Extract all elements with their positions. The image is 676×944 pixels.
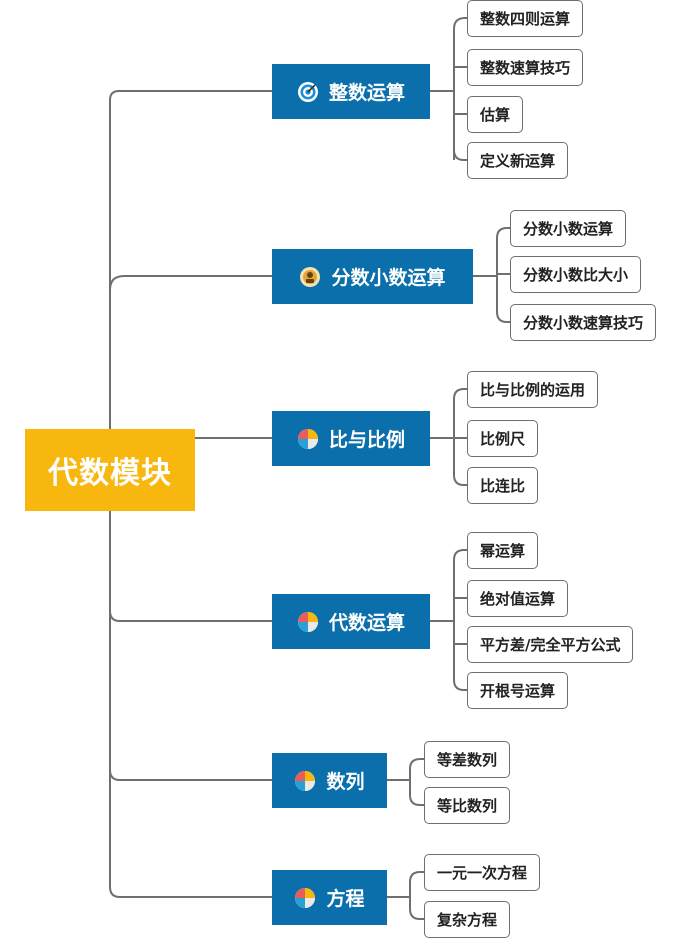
pie-chart-icon (295, 887, 316, 908)
leaf-node[interactable]: 估算 (467, 96, 524, 133)
leaf-node[interactable]: 分数小数比大小 (510, 256, 642, 293)
category-algebra-ops[interactable]: 代数运算 (272, 594, 430, 649)
leaf-node[interactable]: 复杂方程 (424, 901, 511, 938)
leaf-label: 平方差/完全平方公式 (480, 636, 621, 654)
target-icon (297, 81, 318, 102)
leaf-label: 复杂方程 (437, 911, 498, 929)
leaf-label: 分数小数比大小 (523, 266, 629, 284)
category-label: 比与比例 (328, 429, 405, 451)
leaf-node[interactable]: 分数小数运算 (510, 210, 627, 247)
leaf-label: 分数小数速算技巧 (523, 314, 644, 332)
category-fraction-decimal-ops[interactable]: 分数小数运算 (272, 249, 473, 304)
leaf-node[interactable]: 等差数列 (424, 741, 511, 778)
category-ratio-proportion[interactable]: 比与比例 (272, 411, 430, 466)
pie-chart-icon (297, 611, 318, 632)
leaf-label: 等比数列 (437, 797, 498, 815)
leaf-label: 比例尺 (480, 430, 526, 448)
category-equations[interactable]: 方程 (272, 870, 387, 925)
leaf-node[interactable]: 开根号运算 (467, 672, 569, 709)
leaf-node[interactable]: 整数速算技巧 (467, 49, 584, 86)
root-node[interactable]: 代数模块 (25, 429, 195, 511)
category-label: 代数运算 (328, 612, 405, 634)
leaf-label: 一元一次方程 (437, 864, 528, 882)
category-label: 整数运算 (328, 82, 405, 104)
leaf-node[interactable]: 定义新运算 (467, 142, 569, 179)
leaf-node[interactable]: 整数四则运算 (467, 0, 584, 37)
leaf-node[interactable]: 平方差/完全平方公式 (467, 626, 634, 663)
category-label: 方程 (326, 888, 365, 910)
badge-icon (300, 266, 321, 287)
leaf-label: 估算 (480, 106, 511, 124)
category-sequences[interactable]: 数列 (272, 753, 387, 808)
leaf-label: 比连比 (480, 477, 526, 495)
leaf-node[interactable]: 比例尺 (467, 420, 539, 457)
leaf-node[interactable]: 比连比 (467, 467, 539, 504)
pie-chart-icon (297, 428, 318, 449)
category-label: 分数小数运算 (331, 267, 446, 289)
leaf-label: 比与比例的运用 (480, 381, 586, 399)
leaf-node[interactable]: 绝对值运算 (467, 580, 569, 617)
leaf-node[interactable]: 幂运算 (467, 532, 539, 569)
leaf-node[interactable]: 等比数列 (424, 787, 511, 824)
leaf-node[interactable]: 比与比例的运用 (467, 371, 599, 408)
pie-chart-icon (295, 770, 316, 791)
leaf-label: 定义新运算 (480, 152, 556, 170)
leaf-node[interactable]: 一元一次方程 (424, 854, 541, 891)
leaf-label: 整数速算技巧 (480, 59, 571, 77)
leaf-label: 绝对值运算 (480, 590, 556, 608)
leaf-label: 分数小数运算 (523, 220, 614, 238)
category-label: 数列 (326, 771, 365, 793)
leaf-label: 幂运算 (480, 542, 526, 560)
category-integer-ops[interactable]: 整数运算 (272, 64, 430, 119)
leaf-node[interactable]: 分数小数速算技巧 (510, 304, 657, 341)
leaf-label: 整数四则运算 (480, 10, 571, 28)
leaf-label: 开根号运算 (480, 682, 556, 700)
leaf-label: 等差数列 (437, 751, 498, 769)
root-label: 代数模块 (48, 456, 172, 491)
